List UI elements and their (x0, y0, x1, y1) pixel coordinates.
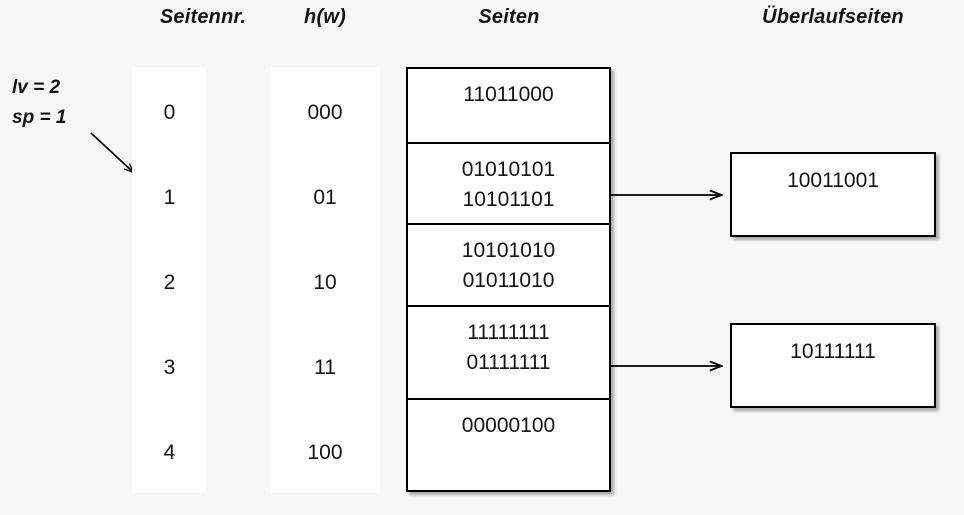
page-number-cell: 4 (163, 441, 176, 464)
record-value: 01011010 (462, 269, 555, 292)
record-value: 10101101 (462, 188, 555, 211)
seiten-row: 11011000 (408, 69, 609, 144)
column-header-hash: h(w) (304, 6, 346, 28)
seiten-row: 01010101 10101101 (408, 144, 609, 225)
hash-value-cell: 01 (313, 186, 337, 209)
hash-value-cell: 000 (307, 101, 343, 124)
record-value: 01010101 (461, 158, 556, 181)
hash-value-cell: 10 (313, 271, 337, 294)
page-number-cell: 1 (163, 186, 176, 209)
record-value: 10011001 (787, 169, 879, 192)
page-number-cell: 0 (163, 101, 176, 124)
record-value: 01111111 (466, 351, 551, 374)
seiten-row: 10101010 01011010 (408, 225, 609, 307)
column-header-ueberlaufseiten: Überlaufseiten (762, 6, 904, 28)
seitennr-column-strip (132, 67, 207, 493)
split-pointer-arrow (90, 132, 144, 182)
parameter-lv: lv = 2 (12, 77, 61, 98)
seiten-row: 11111111 01111111 (408, 307, 609, 400)
overflow-page-box: 10011001 (730, 152, 936, 237)
column-header-seitennr: Seitennr. (159, 6, 247, 28)
record-value: 10101010 (461, 239, 556, 262)
page-number-cell: 2 (163, 271, 176, 294)
column-header-seiten: Seiten (478, 6, 540, 28)
hash-value-cell: 11 (314, 356, 336, 379)
hash-column-strip (270, 67, 380, 493)
record-value: 00000100 (461, 414, 556, 437)
overflow-link-arrow (610, 186, 733, 204)
seiten-table: 11011000 01010101 10101101 10101010 0101… (406, 67, 611, 492)
seiten-row: 00000100 (408, 400, 609, 490)
record-value: 11011000 (463, 83, 554, 106)
hash-value-cell: 100 (307, 441, 343, 464)
page-number-cell: 3 (163, 356, 176, 379)
level-split-parameters: lv = 2 sp = 1 (12, 73, 66, 133)
record-value: 10111111 (790, 340, 876, 363)
overflow-page-box: 10111111 (730, 323, 936, 408)
overflow-link-arrow (610, 357, 733, 375)
record-value: 11111111 (467, 321, 550, 344)
parameter-sp: sp = 1 (12, 107, 67, 128)
